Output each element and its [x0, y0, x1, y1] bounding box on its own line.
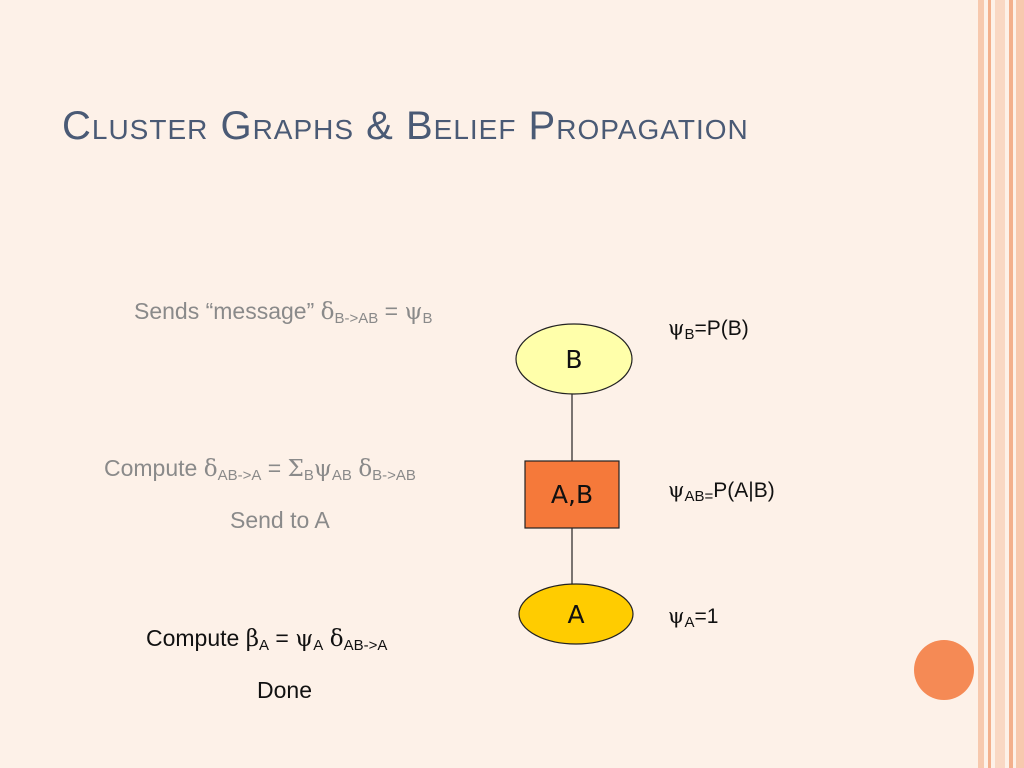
decor-stripe-4 [1009, 0, 1013, 768]
potential-ab: ψAB=P(A|B) [668, 478, 775, 505]
beta-sub: A [259, 637, 270, 654]
decor-stripe-2 [988, 0, 991, 768]
compute-ab-step: Compute δAB->A = ΣBψAB δB->AB [104, 455, 416, 484]
node-ab [524, 460, 620, 529]
equals-sign: = [267, 455, 282, 481]
psi-symbol: ψ [668, 316, 685, 340]
decor-circle [914, 640, 974, 700]
node-ab-label: A,B [551, 480, 593, 509]
equals-sign: = [275, 625, 289, 651]
node-a-label: A [567, 600, 584, 629]
delta-sub: AB->A [217, 467, 262, 484]
psi-symbol: ψ [313, 456, 332, 482]
delta-symbol: δ [329, 626, 344, 652]
node-a [518, 583, 634, 645]
psi-symbol: ψ [295, 626, 314, 652]
psi-symbol: ψ [404, 299, 423, 325]
node-b-label: B [565, 345, 582, 374]
psi-sub: A [684, 614, 695, 631]
compute-a-text: Compute [146, 625, 240, 651]
potential-value: =P(B) [694, 317, 749, 340]
decor-stripe-1 [978, 0, 984, 768]
decor-stripe-5 [1016, 0, 1024, 768]
send-message-text: Sends “message” [134, 298, 315, 324]
psi-sub: AB= [684, 488, 714, 505]
sigma-symbol: Σ [287, 456, 304, 482]
delta-symbol-2: δ [358, 456, 373, 482]
delta-symbol: δ [203, 456, 218, 482]
psi-symbol: ψ [668, 478, 685, 502]
send-to-a-step: Send to A [230, 507, 330, 533]
node-b [515, 323, 633, 395]
delta-sub: B->AB [334, 310, 379, 327]
potential-value: =1 [694, 605, 719, 628]
potential-value: P(A|B) [713, 479, 775, 502]
sigma-sub: B [303, 467, 314, 484]
compute-ab-text: Compute [104, 455, 198, 481]
decor-stripe-3 [995, 0, 1005, 768]
delta-symbol: δ [320, 299, 335, 325]
potential-b: ψB=P(B) [668, 316, 749, 343]
psi-sub: AB [331, 467, 352, 484]
potential-a: ψA=1 [668, 604, 718, 631]
beta-symbol: β [245, 626, 260, 652]
equals-sign: = [384, 298, 399, 324]
psi-sub: B [422, 310, 433, 327]
delta-sub: AB->A [343, 637, 388, 654]
send-message-step: Sends “message” δB->AB = ψB [134, 298, 433, 327]
psi-sub: A [313, 637, 324, 654]
delta-sub-2: B->AB [372, 467, 416, 484]
slide-title: Cluster Graphs & Belief Propagation [62, 104, 749, 148]
compute-a-step: Compute βA = ψA δAB->A [146, 625, 387, 654]
psi-symbol: ψ [668, 604, 685, 628]
done-step: Done [257, 677, 312, 703]
psi-sub: B [684, 326, 695, 343]
